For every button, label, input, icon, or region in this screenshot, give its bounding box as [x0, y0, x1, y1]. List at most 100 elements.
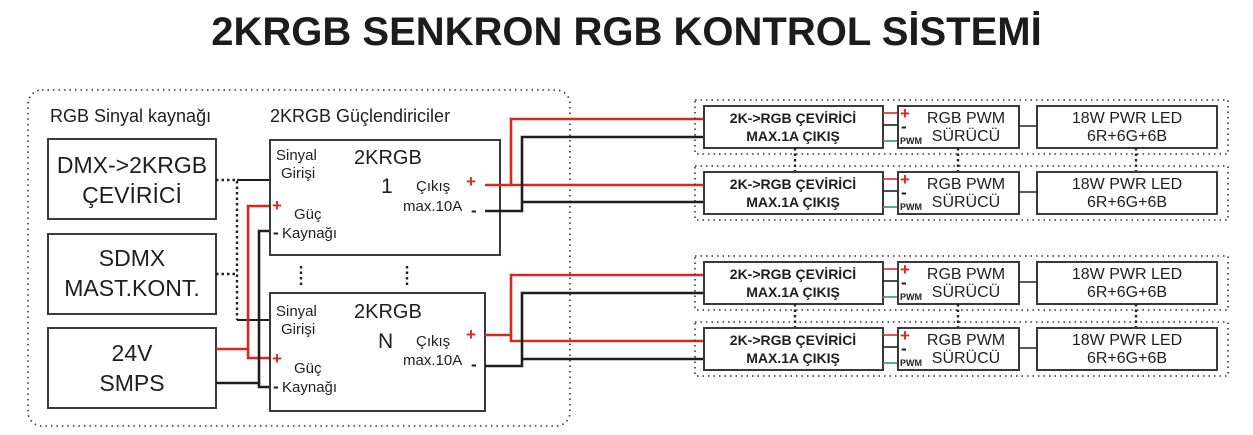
driver-plus-symbol: + [900, 170, 910, 189]
driver-label-line2: SÜRÜCÜ [932, 349, 1000, 367]
driver-plus-symbol: + [900, 326, 910, 345]
amplifier-name: 2KRGB [354, 301, 422, 323]
led-label-line1: 18W PWR LED [1072, 332, 1182, 349]
converter-label-line1: 2K->RGB ÇEVİRİCİ [730, 110, 856, 126]
output-plus-symbol: + [466, 172, 476, 191]
led-label-line2: 6R+6G+6B [1087, 194, 1167, 211]
converter-box[interactable]: 2K->RGB ÇEVİRİCİ MAX.1A ÇIKIŞ [703, 327, 884, 371]
amplifier-heading: 2KRGB Güçlendiriciler [270, 106, 450, 126]
output-minus-symbol: - [471, 355, 477, 374]
power-label-2: Kaynağı [282, 379, 337, 396]
output-negative-chain1 [485, 135, 704, 213]
converter-box[interactable]: 2K->RGB ÇEVİRİCİ MAX.1A ÇIKIŞ [703, 261, 884, 305]
driver-minus-symbol: - [901, 339, 907, 358]
driver-label-line1: RGB PWM [927, 176, 1005, 193]
driver-label-line2: SÜRÜCÜ [932, 127, 1000, 145]
power-positive-ampN [246, 349, 270, 360]
led-label-line1: 18W PWR LED [1072, 266, 1182, 283]
converter-label-line2: MAX.1A ÇIKIŞ [746, 350, 840, 366]
converter-label-line2: MAX.1A ÇIKIŞ [746, 128, 840, 144]
power-plus-symbol: + [272, 349, 282, 368]
chain-frame [694, 255, 1229, 311]
driver-label-line1: RGB PWM [927, 332, 1005, 349]
power-label-2: Kaynağı [282, 225, 337, 242]
source-label-line2: ÇEVİRİCİ [82, 182, 182, 208]
left-section-frame [27, 89, 571, 427]
power-positive-amp1 [216, 204, 270, 351]
source-label-line1: DMX->2KRGB [57, 152, 207, 178]
signal-input-label: Sinyal [276, 303, 317, 320]
pwm-label: PWM [900, 202, 922, 212]
source-sdmx-master[interactable]: SDMX MAST.KONT. [47, 233, 217, 315]
power-minus-symbol: - [273, 223, 279, 242]
pwm-label: PWM [900, 292, 922, 302]
converter-label-line1: 2K->RGB ÇEVİRİCİ [730, 266, 856, 282]
pwm-label: PWM [900, 136, 922, 146]
source-label-line2: SMPS [99, 370, 164, 396]
power-label: Güç [294, 360, 322, 377]
driver-plus-symbol: + [900, 104, 910, 123]
led-label-line1: 18W PWR LED [1072, 110, 1182, 127]
output-positive-chain1 [485, 117, 704, 187]
power-negative-ampN [257, 383, 270, 389]
signal-input-label-2: Girişi [281, 321, 315, 338]
power-negative-amp1 [216, 229, 270, 385]
amplifier-index: N [378, 330, 393, 353]
converter-label-line2: MAX.1A ÇIKIŞ [746, 284, 840, 300]
driver-plus-symbol: + [900, 260, 910, 279]
chain-frame [694, 321, 1229, 377]
power-plus-symbol: + [272, 196, 282, 215]
converter-box[interactable]: 2K->RGB ÇEVİRİCİ MAX.1A ÇIKIŞ [703, 105, 884, 149]
output-current-label: max.10A [403, 352, 462, 369]
source-dmx-converter[interactable]: DMX->2KRGB ÇEVİRİCİ [47, 138, 217, 220]
chain-frame [694, 99, 1229, 155]
driver-label-line1: RGB PWM [927, 110, 1005, 127]
signal-bus-dotted [216, 178, 239, 320]
led-label-line2: 6R+6G+6B [1087, 284, 1167, 301]
led-label-line1: 18W PWR LED [1072, 176, 1182, 193]
amplifier-2krgb-n[interactable]: Sinyal Girişi 2KRGB N + Güç - Kaynağı Çı… [269, 292, 486, 412]
diagram-title: 2KRGB SENKRON RGB KONTROL SİSTEMİ [211, 10, 1042, 54]
output-positive-chain3 [485, 273, 704, 337]
power-minus-symbol: - [273, 377, 279, 396]
amplifier-index: 1 [381, 175, 393, 198]
output-plus-symbol: + [466, 325, 476, 344]
source-24v-smps[interactable]: 24V SMPS [47, 327, 217, 409]
output-current-label: max.10A [403, 198, 462, 215]
led-label-line2: 6R+6G+6B [1087, 350, 1167, 367]
driver-minus-symbol: - [901, 117, 907, 136]
converter-box[interactable]: 2K->RGB ÇEVİRİCİ MAX.1A ÇIKIŞ [703, 171, 884, 215]
source-label-line1: 24V [112, 340, 154, 366]
chain-frame [694, 165, 1229, 221]
source-label-line1: SDMX [99, 245, 165, 271]
output-label: Çıkış [416, 178, 450, 195]
converter-label-line1: 2K->RGB ÇEVİRİCİ [730, 176, 856, 192]
driver-label-line2: SÜRÜCÜ [932, 193, 1000, 211]
source-label-line2: MAST.KONT. [64, 275, 199, 301]
driver-minus-symbol: - [901, 273, 907, 292]
source-heading: RGB Sinyal kaynağı [50, 106, 211, 126]
led-chain: 2K->RGB ÇEVİRİCİ MAX.1A ÇIKIŞ +-PWM RGB PWM… [694, 321, 1229, 377]
amplifier-2krgb-1[interactable]: Sinyal Girişi 2KRGB 1 + Güç - Kaynağı Çı… [269, 139, 501, 256]
amplifier-name: 2KRGB [354, 147, 422, 169]
converter-label-line1: 2K->RGB ÇEVİRİCİ [730, 332, 856, 348]
pwm-label: PWM [900, 358, 922, 368]
led-chain: 2K->RGB ÇEVİRİCİ MAX.1A ÇIKIŞ +-PWM RGB PWM… [694, 99, 1229, 172]
converter-label-line2: MAX.1A ÇIKIŞ [746, 194, 840, 210]
led-label-line2: 6R+6G+6B [1087, 128, 1167, 145]
output-label: Çıkış [416, 333, 450, 350]
signal-input-label: Sinyal [276, 147, 317, 164]
output-negative-chain3 [485, 291, 704, 368]
